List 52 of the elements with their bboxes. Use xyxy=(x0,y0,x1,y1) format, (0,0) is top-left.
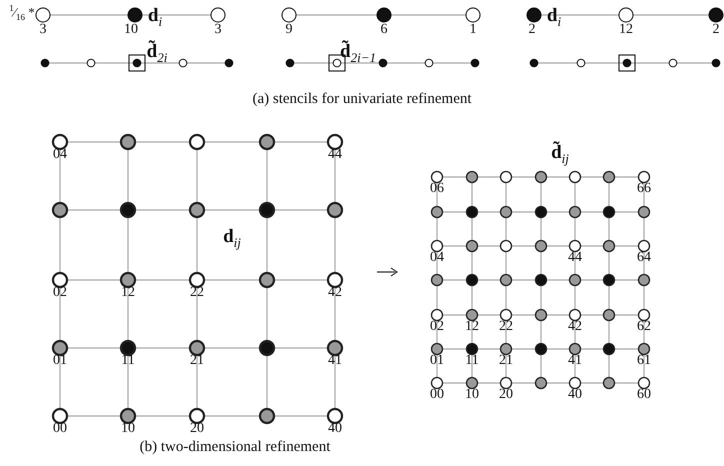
index-label: 06 xyxy=(430,182,444,196)
index-label: 22 xyxy=(499,320,513,334)
index-label: 10 xyxy=(121,422,135,436)
index-label: 00 xyxy=(53,422,67,436)
subfigure-caption: (a) stencils for univariate refinement xyxy=(252,92,472,107)
index-label: 21 xyxy=(499,354,513,368)
point-label: d̃$_{2i−1}$ xyxy=(340,42,376,64)
index-label: 12 xyxy=(465,320,479,334)
weight-label: 10 xyxy=(124,23,138,37)
point-label: d̃$_{2i}$ xyxy=(146,42,168,64)
point-label: d$_{i}$ xyxy=(546,6,562,28)
index-label: 64 xyxy=(637,251,651,265)
weight-label: 9 xyxy=(286,23,292,37)
index-label: 02 xyxy=(430,320,444,334)
index-label: 21 xyxy=(190,354,204,368)
index-label: 02 xyxy=(53,286,67,300)
index-label: 60 xyxy=(637,388,651,402)
index-label: 22 xyxy=(190,286,204,300)
index-label: 44 xyxy=(568,251,582,265)
index-label: 04 xyxy=(430,251,444,265)
index-label: 44 xyxy=(328,148,342,162)
index-label: 41 xyxy=(568,354,582,368)
point-label: d$_{i}$ xyxy=(148,6,162,28)
index-label: 01 xyxy=(53,354,67,368)
index-label: 66 xyxy=(637,182,651,196)
weight-label: 3 xyxy=(40,23,46,37)
index-label: 11 xyxy=(121,354,135,368)
index-label: 12 xyxy=(121,286,135,300)
point-label: d$_{ij}$ xyxy=(223,227,241,249)
weight-label: 2 xyxy=(528,23,536,37)
index-label: 62 xyxy=(637,320,651,334)
scale-factor: $^{1}$⁄$_{16}$ * xyxy=(9,4,35,22)
index-label: 42 xyxy=(328,286,342,300)
index-label: 01 xyxy=(430,354,444,368)
point-label: d̃$_{ij}$ xyxy=(551,143,569,165)
weight-label: 2 xyxy=(712,23,720,37)
index-label: 11 xyxy=(465,354,479,368)
subfigure-caption: (b) two-dimensional refinement xyxy=(140,440,330,455)
weight-label: 3 xyxy=(214,23,222,37)
index-label: 00 xyxy=(430,388,444,402)
weight-label: 12 xyxy=(619,23,633,37)
index-label: 61 xyxy=(637,354,651,368)
weight-label: 1 xyxy=(470,23,476,37)
weight-label: 6 xyxy=(380,23,388,37)
index-label: 41 xyxy=(328,354,342,368)
index-label: 10 xyxy=(465,388,479,402)
index-label: 20 xyxy=(499,388,513,402)
index-label: 40 xyxy=(328,422,342,436)
index-label: 20 xyxy=(190,422,204,436)
index-label: 40 xyxy=(568,388,582,402)
index-label: 04 xyxy=(53,148,67,162)
index-label: 42 xyxy=(568,320,582,334)
